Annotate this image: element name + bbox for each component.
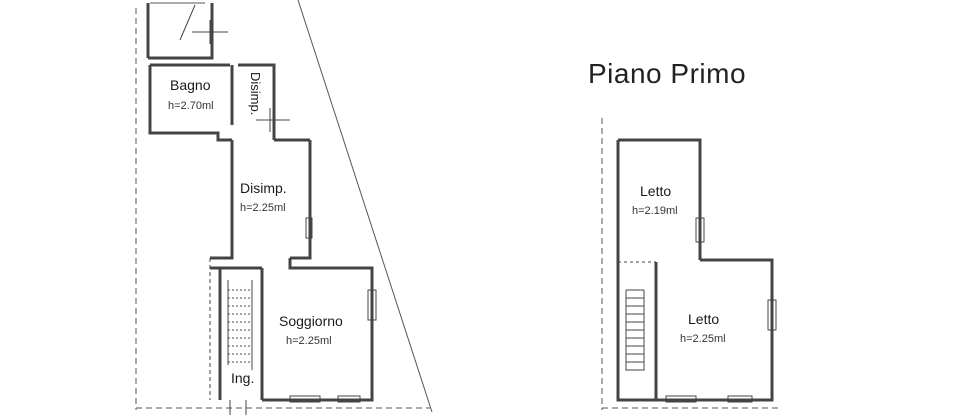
wall-bagno <box>148 63 310 142</box>
stair-first <box>618 261 656 371</box>
room-label-disimp: Disimp. <box>240 180 287 196</box>
site-boundary-lines <box>135 0 433 413</box>
wall-soggiorno <box>260 258 377 403</box>
room-label-letto-2: Letto <box>688 311 720 327</box>
room-label-bagno: Bagno <box>170 77 211 93</box>
room-label-letto-1: Letto <box>640 183 672 199</box>
room-height-soggiorno: h=2.25ml <box>286 335 332 347</box>
wall-first-floor <box>616 138 777 403</box>
room-label-soggiorno: Soggiorno <box>279 313 343 329</box>
room-label-ingresso: Ing. <box>231 370 255 386</box>
stair-ground <box>209 258 262 415</box>
room-height-disimp: h=2.25ml <box>240 202 286 214</box>
floor-title: Piano Primo <box>588 58 747 89</box>
wall-disimp <box>210 140 313 260</box>
room-label-disimp-small: Disimp. <box>248 72 263 116</box>
room-height-bagno: h=2.70ml <box>168 100 214 112</box>
first-floor-dashed-boundary <box>601 118 780 410</box>
room-height-letto-2: h=2.25ml <box>680 333 726 345</box>
wall-top-room <box>146 3 228 60</box>
room-height-letto-1: h=2.19ml <box>632 205 678 217</box>
